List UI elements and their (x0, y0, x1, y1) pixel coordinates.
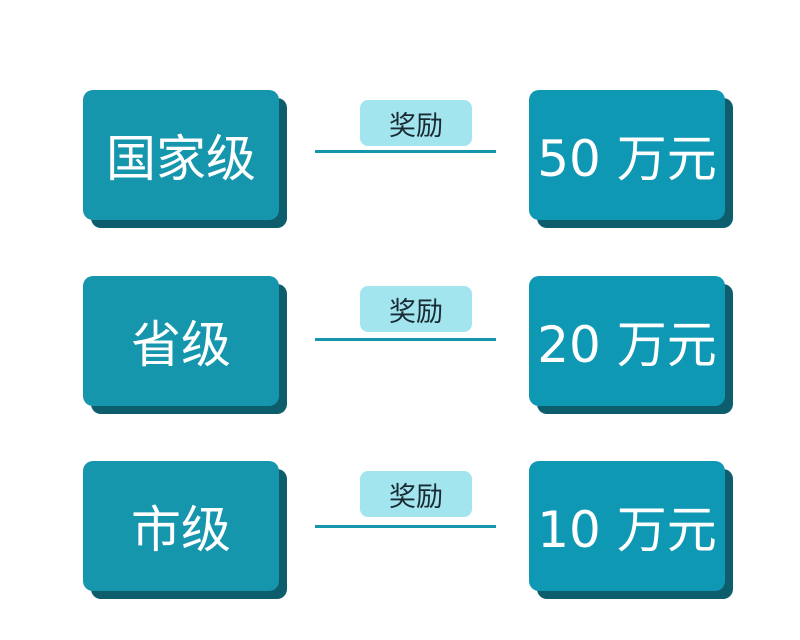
reward-label: 奖励 (389, 481, 443, 513)
reward-label: 奖励 (389, 296, 443, 328)
reward-badge: 奖励 (360, 286, 472, 332)
level-box: 省级 (83, 276, 279, 406)
reward-row-municipal: 市级 奖励 10 万元 (0, 461, 800, 601)
amount-label: 10 万元 (537, 501, 717, 559)
connector-line (315, 150, 496, 153)
level-label: 省级 (131, 316, 231, 374)
reward-badge: 奖励 (360, 100, 472, 146)
reward-row-national: 国家级 奖励 50 万元 (0, 90, 800, 230)
amount-box: 20 万元 (529, 276, 725, 406)
connector-line (315, 338, 496, 341)
level-label: 国家级 (106, 130, 256, 188)
amount-label: 20 万元 (537, 316, 717, 374)
level-label: 市级 (131, 501, 231, 559)
amount-label: 50 万元 (537, 130, 717, 188)
level-box: 市级 (83, 461, 279, 591)
reward-row-provincial: 省级 奖励 20 万元 (0, 276, 800, 416)
amount-box: 50 万元 (529, 90, 725, 220)
amount-box: 10 万元 (529, 461, 725, 591)
reward-badge: 奖励 (360, 471, 472, 517)
reward-label: 奖励 (389, 110, 443, 142)
level-box: 国家级 (83, 90, 279, 220)
connector-line (315, 525, 496, 528)
